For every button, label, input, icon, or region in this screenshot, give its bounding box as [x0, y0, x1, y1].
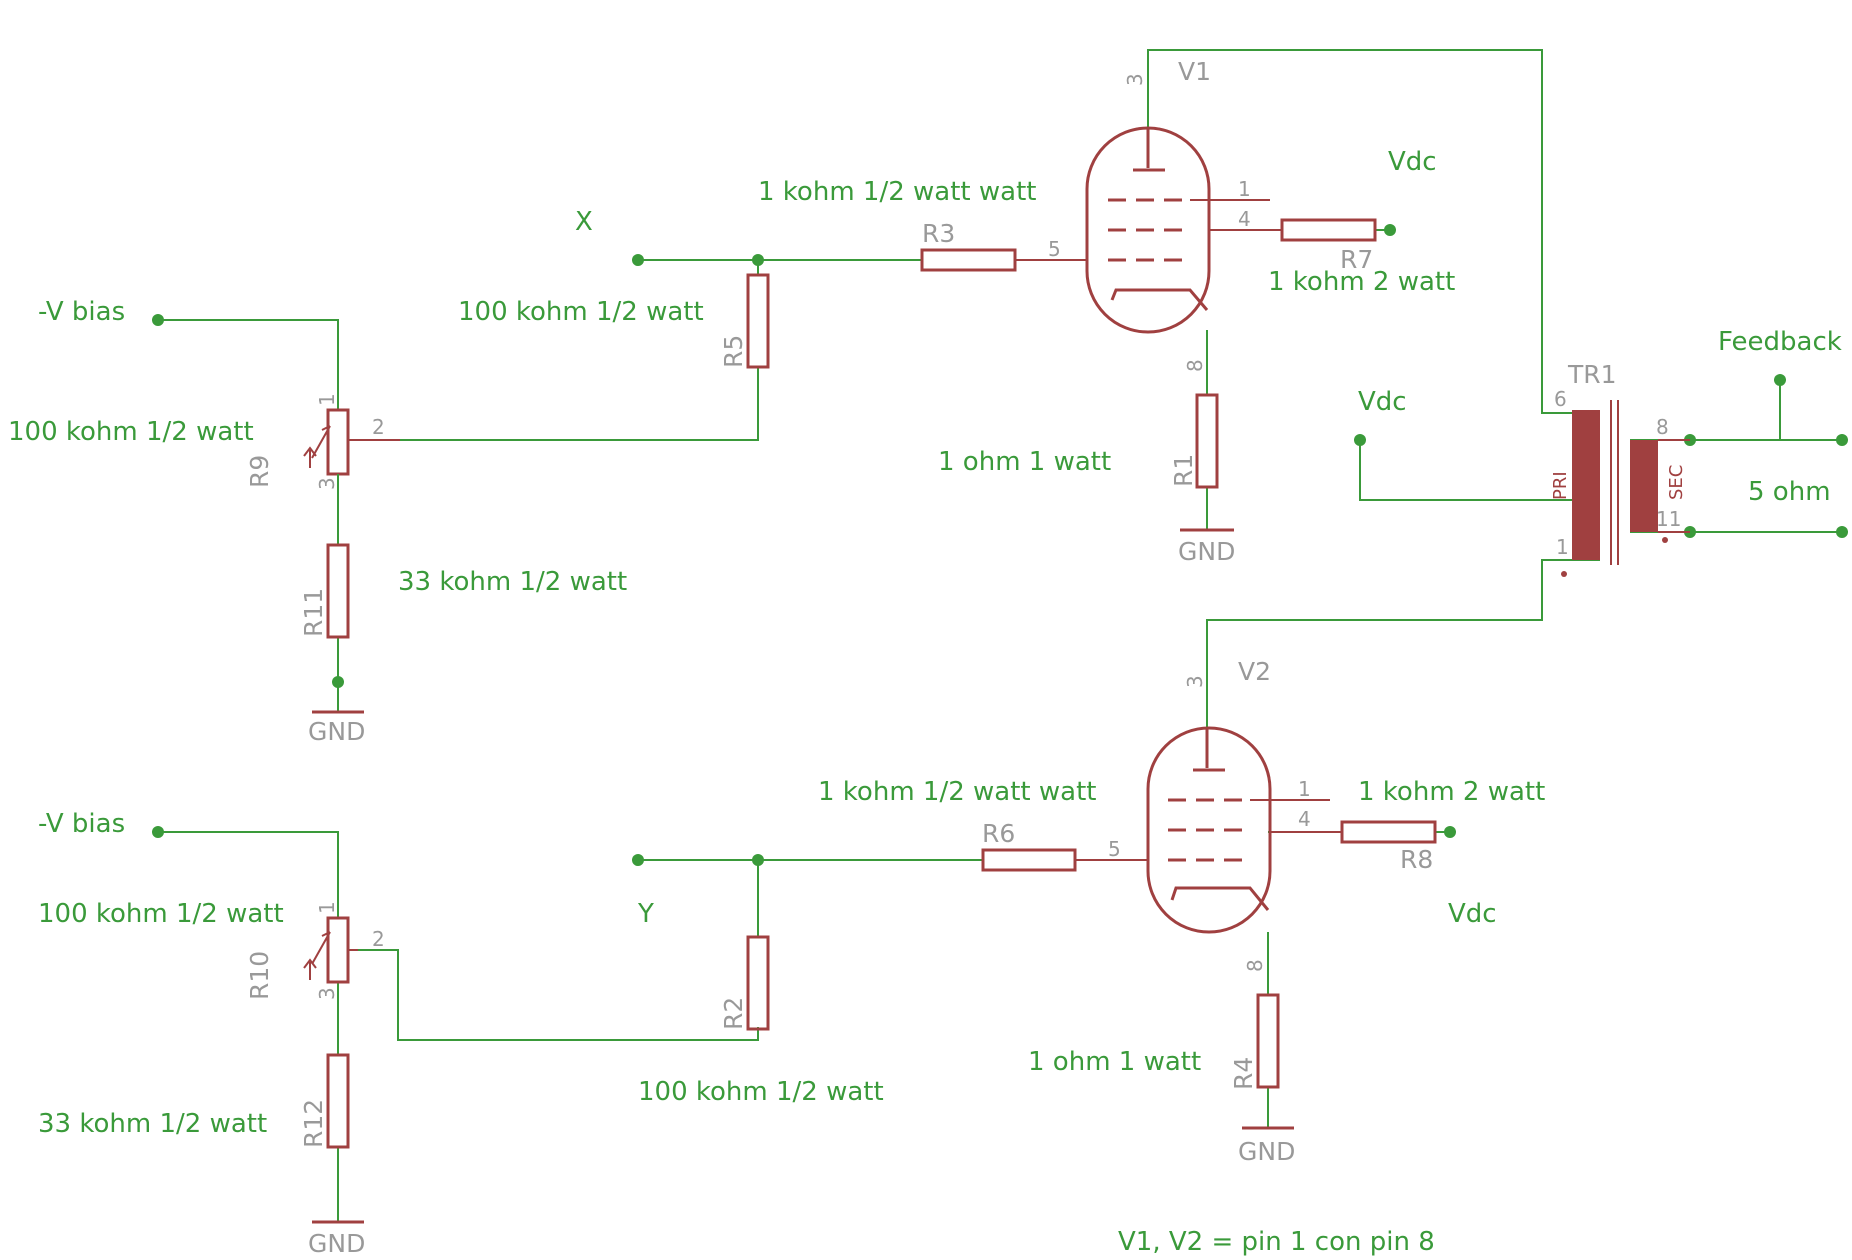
label-vdc-top: Vdc [1388, 147, 1437, 177]
pin-v1-8: 8 [1183, 359, 1207, 372]
ref-pri: PRI [1550, 471, 1571, 500]
resistor-r3 [920, 248, 1017, 272]
resistor-r1 [1195, 393, 1219, 489]
pin-v1-4: 4 [1238, 207, 1251, 231]
label-r8-value: 1 kohm 2 watt [1358, 777, 1545, 807]
pin-tr-6: 6 [1554, 387, 1567, 411]
ref-v1: V1 [1178, 57, 1211, 86]
pin-v2-4: 4 [1298, 807, 1311, 831]
ref-r6: R6 [982, 819, 1015, 848]
pin-numbers: 3 1 4 5 8 3 1 4 5 8 1 2 3 1 2 3 6 1 8 11 [315, 73, 1681, 1000]
ref-r8: R8 [1400, 845, 1433, 874]
potentiometer-r10 [303, 916, 358, 984]
label-r1-value: 1 ohm 1 watt [938, 447, 1111, 477]
label-vdc-mid: Vdc [1358, 387, 1407, 417]
label-v-bias-bottom: -V bias [38, 809, 125, 839]
label-r3-value: 1 kohm 1/2 watt watt [758, 177, 1036, 207]
label-r9-value: 100 kohm 1/2 watt [8, 417, 254, 447]
ref-r4: R4 [1229, 1057, 1258, 1090]
ref-sec: SEC [1666, 465, 1687, 500]
ref-r3: R3 [922, 219, 955, 248]
resistor-r2 [746, 935, 770, 1031]
ref-r11: R11 [299, 588, 328, 637]
pin-v2-8: 8 [1243, 959, 1267, 972]
label-note: V1, V2 = pin 1 con pin 8 [1118, 1227, 1435, 1257]
pin-v2-3: 3 [1183, 675, 1207, 688]
resistor-r12 [326, 1053, 350, 1149]
pin-r9-1: 1 [315, 393, 339, 406]
pin-v1-1: 1 [1238, 177, 1251, 201]
label-r11-value: 33 kohm 1/2 watt [398, 567, 627, 597]
pin-r10-2: 2 [372, 927, 385, 951]
label-net-y: Y [637, 899, 654, 929]
net-labels: -V bias -V bias X Y 100 kohm 1/2 watt 10… [8, 147, 1842, 1257]
label-r4-value: 1 ohm 1 watt [1028, 1047, 1201, 1077]
ref-r9: R9 [245, 455, 274, 488]
ref-v2: V2 [1238, 657, 1271, 686]
ref-tr1: TR1 [1567, 360, 1617, 389]
label-r2-value: 100 kohm 1/2 watt [638, 1077, 884, 1107]
transformer-tr1 [1561, 400, 1690, 577]
pin-v1-3: 3 [1123, 73, 1147, 86]
ref-r10: R10 [245, 951, 274, 1000]
pin-r10-3: 3 [315, 987, 339, 1000]
tube-v1 [1015, 126, 1282, 334]
resistor-r8 [1340, 820, 1437, 844]
ref-r5: R5 [719, 335, 748, 368]
pin-tr-8: 8 [1656, 415, 1669, 439]
label-v-bias-top: -V bias [38, 297, 125, 327]
ref-r2: R2 [719, 997, 748, 1030]
ref-gnd-r11: GND [308, 717, 365, 746]
label-r7-value: 1 kohm 2 watt [1268, 267, 1455, 297]
ref-r7: R7 [1340, 245, 1373, 274]
reference-designators: V1 V2 TR1 R3 R6 R7 R8 R5 R2 R1 R4 R9 R10… [245, 57, 1687, 1258]
resistor-r6 [981, 848, 1077, 872]
pin-v1-5: 5 [1048, 237, 1061, 261]
label-r10-value: 100 kohm 1/2 watt [38, 899, 284, 929]
label-r12-value: 33 kohm 1/2 watt [38, 1109, 267, 1139]
tube-v2 [1075, 726, 1342, 934]
label-r5-value: 100 kohm 1/2 watt [458, 297, 704, 327]
ref-r12: R12 [299, 1099, 328, 1148]
ref-gnd-r1: GND [1178, 537, 1235, 566]
pin-v2-1: 1 [1298, 777, 1311, 801]
label-vdc-bottom: Vdc [1448, 899, 1497, 929]
pin-tr-11: 11 [1656, 507, 1681, 531]
resistor-r5 [746, 273, 770, 369]
resistor-r7 [1280, 218, 1377, 242]
label-feedback: Feedback [1718, 327, 1842, 357]
label-r6-value: 1 kohm 1/2 watt watt [818, 777, 1096, 807]
junctions [152, 224, 1848, 866]
ref-gnd-r12: GND [308, 1229, 365, 1258]
pin-tr-1: 1 [1556, 535, 1569, 559]
ref-gnd-r4: GND [1238, 1137, 1295, 1166]
pin-r9-2: 2 [372, 415, 385, 439]
ref-r1: R1 [1169, 454, 1198, 487]
resistor-r4 [1256, 993, 1280, 1089]
wires [158, 49, 1842, 1222]
label-net-x: X [575, 207, 593, 237]
potentiometer-r9 [303, 408, 400, 505]
pin-r9-3: 3 [315, 477, 339, 490]
label-speaker: 5 ohm [1748, 477, 1831, 507]
pin-r10-1: 1 [315, 901, 339, 914]
resistor-r11 [326, 543, 350, 639]
pin-v2-5: 5 [1108, 837, 1121, 861]
